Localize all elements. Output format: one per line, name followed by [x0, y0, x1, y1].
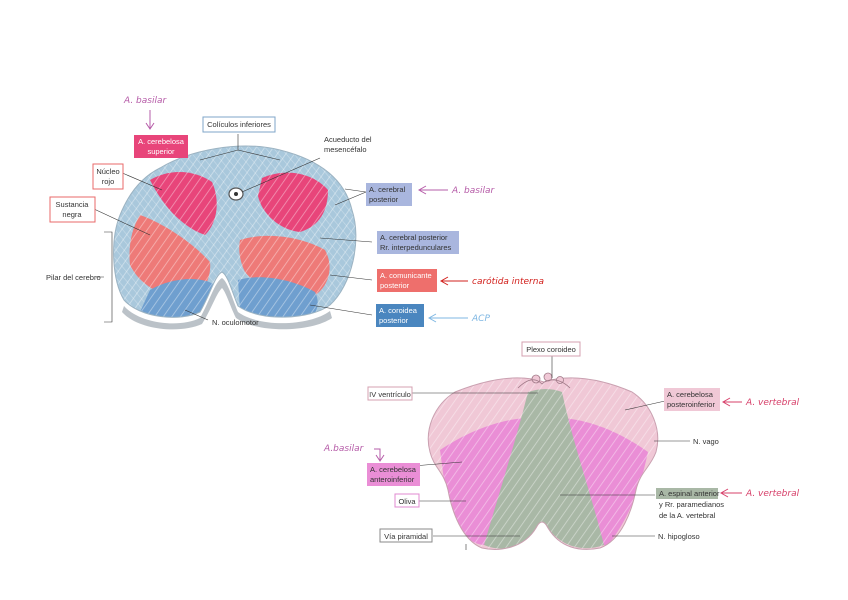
arrow-left-icon	[723, 398, 742, 406]
carotida-text: carótida interna	[472, 276, 544, 287]
annotation-basilar-bulbo: A.basilar	[323, 444, 384, 461]
hipogloso-text: N. hipogloso	[658, 532, 700, 541]
colliculos-text: Colículos inferiores	[207, 120, 271, 129]
vertebral-1-text: A. vertebral	[745, 398, 800, 408]
aica-text-1: A. cerebelosa	[370, 465, 417, 474]
vago-text: N. vago	[693, 437, 719, 446]
nucleo-rojo-text-2: rojo	[102, 177, 115, 186]
label-nucleo-rojo: Núcleo rojo	[93, 164, 123, 189]
label-pica: A. cerebelosa posteroinferior	[664, 388, 720, 411]
arrow-left-icon	[441, 277, 468, 285]
label-piramidal: Vía piramidal	[380, 529, 432, 542]
basilar-bulbo-text: A.basilar	[323, 444, 365, 454]
annotation-carotida: carótida interna	[441, 276, 544, 287]
oculomotor-text: N. oculomotor	[212, 318, 259, 327]
label-espinal: A. espinal anterior y Rr. paramedianos d…	[656, 488, 724, 520]
cerebral-posterior-text-1: A. cerebral	[369, 185, 406, 194]
basilar-top-text: A. basilar	[123, 96, 167, 106]
coroidea-text-2: posterior	[379, 316, 409, 325]
annotation-vertebral-2: A. vertebral	[721, 489, 800, 499]
label-cerebral-posterior: A. cerebral posterior	[366, 183, 412, 206]
basilar-right-text: A. basilar	[451, 186, 495, 196]
cerebral-posterior-text-2: posterior	[369, 195, 399, 204]
label-oliva: Oliva	[395, 494, 419, 507]
vertebral-2-text: A. vertebral	[745, 489, 800, 499]
label-acueducto: Acueducto del mesencéfalo	[324, 135, 372, 154]
pilar-text: Pilar del cerebro	[46, 273, 101, 282]
arrow-down-icon	[146, 110, 154, 129]
arrow-down-icon	[374, 449, 384, 461]
coroidea-text-1: A. coroidea	[379, 306, 418, 315]
label-sustancia-negra: Sustancia negra	[50, 197, 95, 222]
arrow-left-icon	[419, 186, 448, 194]
medulla-section	[420, 370, 670, 560]
acp-text: ACP	[471, 314, 490, 324]
sustancia-negra-text-2: negra	[62, 210, 82, 219]
acueducto-text-2: mesencéfalo	[324, 145, 367, 154]
label-iv-ventriculo: IV ventrículo	[368, 387, 412, 400]
cerebelosa-superior-text-1: A. cerebelosa	[138, 137, 185, 146]
midbrain-section	[100, 130, 370, 330]
arrow-left-icon	[721, 489, 742, 497]
annotation-vertebral-1: A. vertebral	[723, 398, 800, 408]
espinal-text-3: de la A. vertebral	[659, 511, 716, 520]
plexo-text: Plexo coroideo	[526, 345, 576, 354]
nucleo-rojo-text-1: Núcleo	[96, 167, 119, 176]
cerebelosa-superior-text-2: superior	[147, 147, 175, 156]
annotation-basilar-right: A. basilar	[419, 186, 495, 196]
acueducto-text-1: Acueducto del	[324, 135, 372, 144]
label-comunicante: A. comunicante posterior	[377, 269, 437, 292]
label-coroidea: A. coroidea posterior	[376, 304, 424, 327]
label-interpedunculares: A. cerebral posterior Rr. interpeduncula…	[377, 231, 459, 254]
arrow-left-icon	[429, 314, 468, 322]
interped-text-1: A. cerebral posterior	[380, 233, 448, 242]
espinal-text-1: A. espinal anterior	[659, 489, 720, 498]
annotation-acp: ACP	[429, 314, 490, 324]
label-colliculos: Colículos inferiores	[203, 117, 275, 132]
espinal-text-2: y Rr. paramedianos	[659, 500, 724, 509]
comunicante-text-2: posterior	[380, 281, 410, 290]
label-cerebelosa-superior: A. cerebelosa superior	[134, 135, 188, 158]
piramidal-text: Vía piramidal	[384, 532, 428, 541]
label-aica: A. cerebelosa anteroinferior	[367, 463, 420, 486]
annotation-basilar-top: A. basilar	[123, 96, 167, 129]
pica-text-2: posteroinferior	[667, 400, 715, 409]
interped-text-2: Rr. interpedunculares	[380, 243, 452, 252]
pica-text-1: A. cerebelosa	[667, 390, 714, 399]
aica-text-2: anteroinferior	[370, 475, 415, 484]
oliva-text: Oliva	[398, 497, 416, 506]
comunicante-text-1: A. comunicante	[380, 271, 432, 280]
iv-ventriculo-text: IV ventrículo	[369, 390, 411, 399]
label-plexo: Plexo coroideo	[522, 342, 580, 356]
sustancia-negra-text-1: Sustancia	[56, 200, 90, 209]
